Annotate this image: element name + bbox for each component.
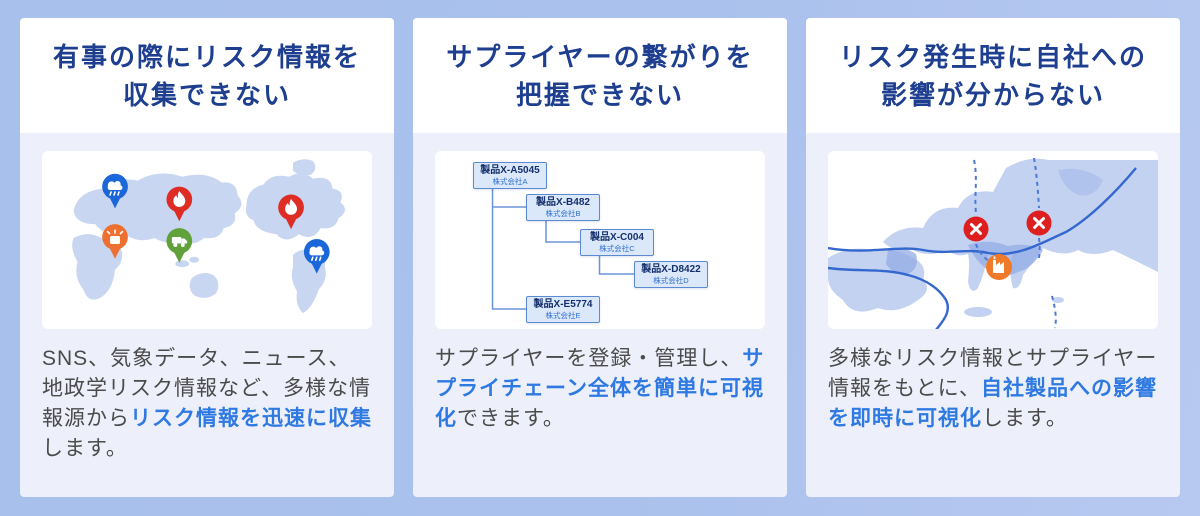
storm-pin-icon [102,173,128,209]
card-title-line: 把握できない [515,79,684,110]
card-title: 有事の際にリスク情報を 収集できない [20,18,394,133]
card-title-line: 収集できない [122,79,291,110]
description-text: SNS、気象データ、ニュース、地政学リスク情報など、多様な情報源から [42,347,371,430]
tree-node: 製品X-D8422 株式会社D [634,261,708,288]
card-body: 製品X-A5045 株式会社A 製品X-B482 株式会社B 製品X-C004 … [413,133,787,497]
tree-node: 製品X-C004 株式会社C [580,229,654,256]
product-code: 製品X-C004 [590,232,644,243]
description-highlight: サプライチェーン全体を簡単に可視化 [435,347,765,430]
company-name: 株式会社B [545,209,581,218]
card-title-line: サプライヤーの繋がりを [446,41,754,72]
description-highlight: リスク情報を迅速に収集 [130,407,372,430]
tree-node: 製品X-E5774 株式会社E [526,296,600,323]
description-text: できます。 [457,407,565,430]
storm-pin-icon [303,239,330,274]
company-name: 株式会社A [492,177,528,186]
product-code: 製品X-E5774 [533,299,593,310]
supply-chain-tree-illustration: 製品X-A5045 株式会社A 製品X-B482 株式会社B 製品X-C004 … [435,151,765,329]
card-title-line: 影響が分からない [880,79,1105,110]
company-name: 株式会社D [653,276,689,285]
card-title-line: 有事の際にリスク情報を [52,41,361,72]
tree-node: 製品X-B482 株式会社B [526,194,600,221]
product-code: 製品X-D8422 [641,264,701,275]
tree-connector-lines [491,189,636,310]
factory-circle-icon [986,254,1012,280]
x-circle-icon [963,216,989,242]
japan-impact-map-illustration [828,151,1158,329]
company-name: 株式会社E [545,311,581,320]
card-supplier-chain: サプライヤーの繋がりを 把握できない 製品X-A5045 [413,18,787,497]
card-risk-collection: 有事の際にリスク情報を 収集できない [20,18,394,497]
fire-pin-icon [166,186,193,222]
world-risk-map-illustration [42,151,372,329]
fire-pin-icon [278,194,304,230]
card-body: 多様なリスク情報とサプライヤー情報をもとに、自社製品への影響を即時に可視化します… [806,133,1180,497]
card-title: リスク発生時に自社への 影響が分からない [806,18,1180,133]
company-name: 株式会社C [599,244,635,253]
card-description: サプライヤーを登録・管理し、サプライチェーン全体を簡単に可視化できます。 [435,344,765,434]
card-title-line: リスク発生時に自社への [838,41,1147,72]
product-code: 製品X-A5045 [480,165,540,176]
description-text: サプライヤーを登録・管理し、 [435,347,743,370]
description-text: します。 [42,437,128,460]
explosion-pin-icon [102,224,128,259]
card-impact-visibility: リスク発生時に自社への 影響が分からない [806,18,1180,497]
description-highlight: 自社製品への影響を即時に可視化 [828,377,1157,430]
tree-node: 製品X-A5045 株式会社A [473,162,547,189]
card-body: SNS、気象データ、ニュース、地政学リスク情報など、多様な情報源からリスク情報を… [20,133,394,497]
description-text: します。 [982,407,1068,430]
japan-map [828,157,1158,329]
supply-chain-tree: 製品X-A5045 株式会社A 製品X-B482 株式会社B 製品X-C004 … [435,151,765,329]
card-title: サプライヤーの繋がりを 把握できない [413,18,787,133]
product-code: 製品X-B482 [536,197,590,208]
accident-pin-icon [166,228,193,263]
world-map [72,159,345,314]
card-description: 多様なリスク情報とサプライヤー情報をもとに、自社製品への影響を即時に可視化します… [828,344,1158,434]
x-circle-icon [1026,210,1052,236]
card-description: SNS、気象データ、ニュース、地政学リスク情報など、多様な情報源からリスク情報を… [42,344,372,464]
description-text: 多様なリスク情報とサプライヤー情報をもとに、 [828,347,1158,400]
